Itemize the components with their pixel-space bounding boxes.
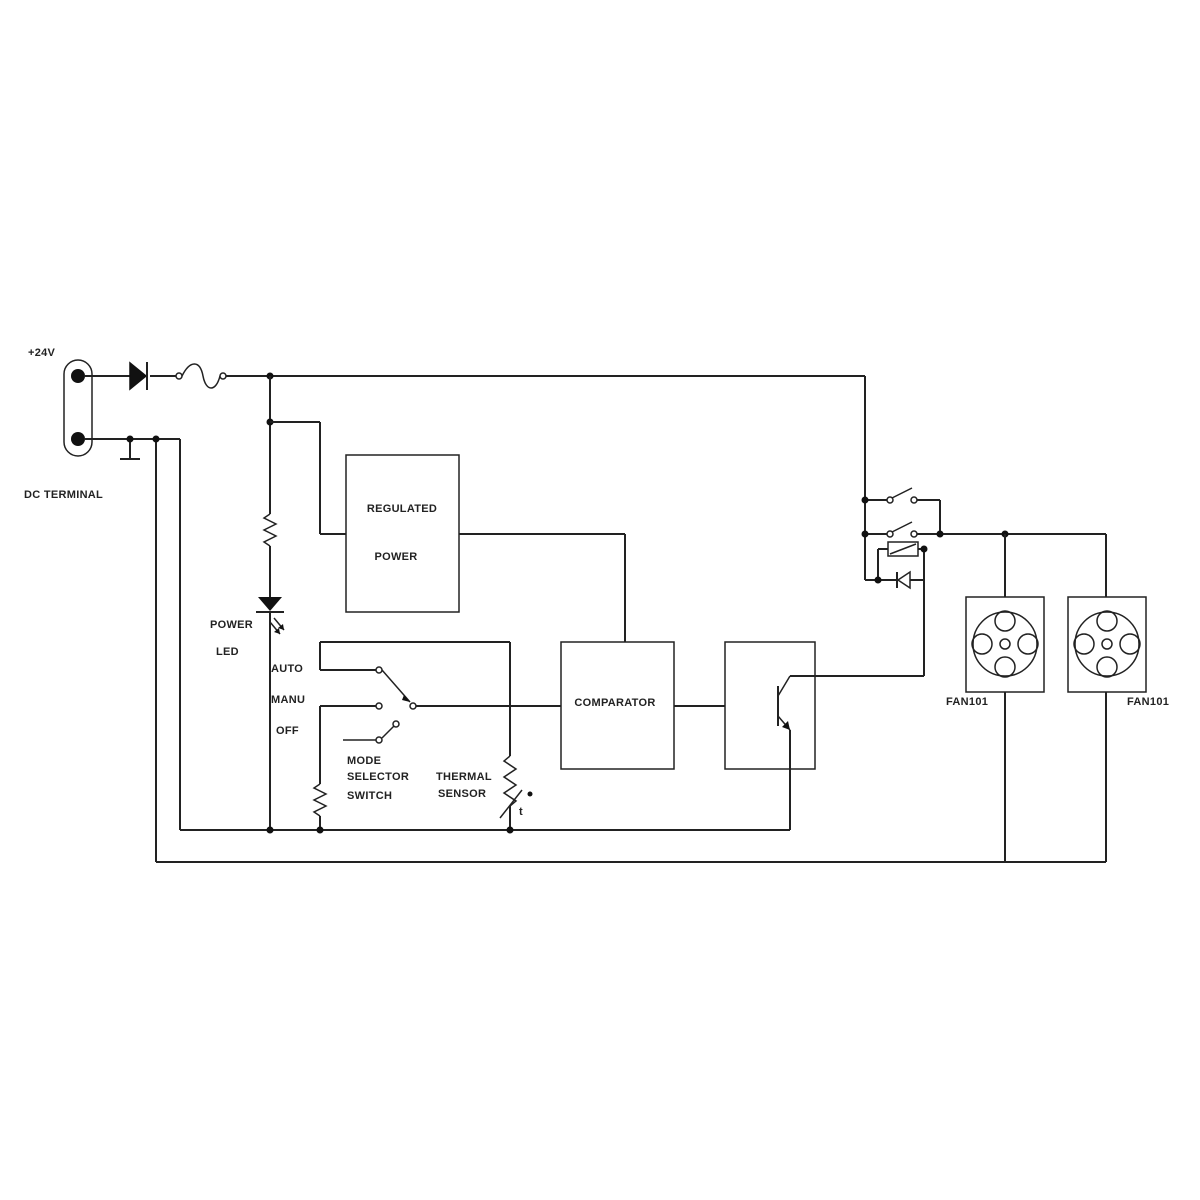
npn-transistor — [777, 675, 924, 830]
fan-1 — [965, 534, 1045, 862]
junction-dot — [316, 826, 324, 834]
dc-terminal-label: DC TERMINAL — [24, 489, 103, 501]
junction-dot — [506, 826, 514, 834]
led-branch — [256, 376, 285, 830]
junction-dot — [874, 576, 882, 584]
comparator-label: COMPARATOR — [574, 697, 655, 709]
mode-switch-label-1: MODE — [347, 755, 381, 767]
junction-dot — [861, 530, 869, 538]
junction-dot — [920, 545, 928, 553]
thermistor-symbol: t — [519, 806, 523, 818]
reverse-protection-diode — [129, 361, 148, 391]
junction-dot — [936, 530, 944, 538]
fuse — [175, 363, 227, 389]
supply-voltage-label: +24V — [28, 347, 56, 359]
positive-rail — [85, 375, 866, 500]
regulated-power-label-1: REGULATED — [367, 503, 437, 515]
mode-manu-label: MANU — [271, 694, 305, 706]
terminal-negative — [71, 432, 85, 446]
thermal-sensor — [499, 642, 533, 830]
thermal-sensor-label-2: SENSOR — [438, 788, 486, 800]
thermal-sensor-label-1: THERMAL — [436, 771, 492, 783]
mode-selector-switch — [319, 641, 561, 744]
regulated-power-block — [345, 454, 460, 613]
junction-dot — [861, 496, 869, 504]
dc-terminal — [63, 359, 93, 457]
mode-switch-label-3: SWITCH — [347, 790, 392, 802]
driver-block — [724, 641, 816, 770]
fan-1-label: FAN101 — [946, 696, 988, 708]
junction-dot — [126, 435, 134, 443]
bias-resistor — [312, 706, 328, 830]
mode-off-label: OFF — [276, 725, 299, 737]
junction-dot — [152, 435, 160, 443]
mode-auto-label: AUTO — [271, 663, 303, 675]
fan-2 — [1067, 534, 1147, 862]
mode-switch-label-2: SELECTOR — [347, 771, 409, 783]
terminal-positive — [71, 369, 85, 383]
led-resistor — [262, 513, 278, 547]
fan-2-label: FAN101 — [1127, 696, 1169, 708]
junction-dot — [266, 826, 274, 834]
power-led-label-2: LED — [216, 646, 239, 658]
power-led-label-1: POWER — [210, 619, 253, 631]
regulated-power-label-2: POWER — [374, 551, 417, 563]
